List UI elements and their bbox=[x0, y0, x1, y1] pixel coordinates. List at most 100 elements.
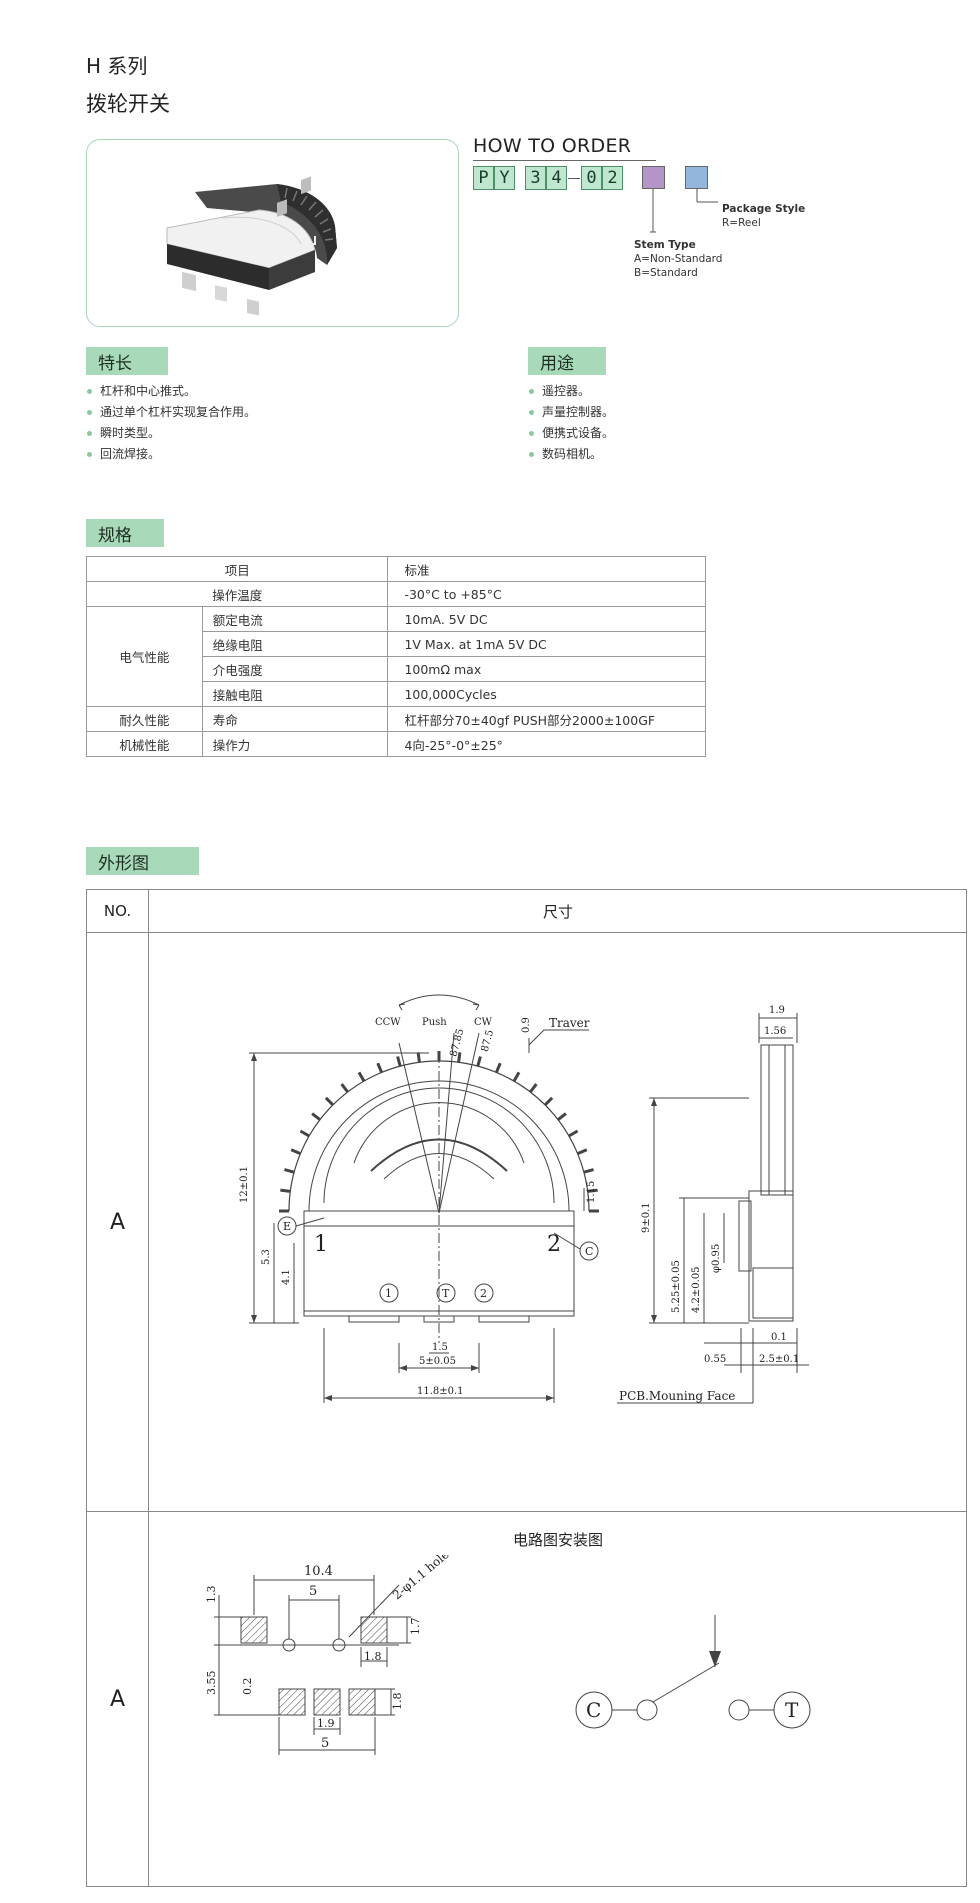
package-style-reel: R=Reel bbox=[722, 217, 761, 229]
label-5-3: 5.3 bbox=[261, 1249, 272, 1265]
uses-list: 遥控器。 声量控制器。 便携式设备。 数码相机。 bbox=[528, 381, 614, 465]
mechanical-group: 机械性能 bbox=[86, 731, 203, 757]
pin-2-label: 2 bbox=[480, 1287, 487, 1300]
dielectric-label: 介电强度 bbox=[201, 656, 389, 682]
stem-type-title: Stem Type bbox=[634, 239, 696, 251]
label-1-9: 1.9 bbox=[317, 1717, 335, 1730]
op-temp-label: 操作温度 bbox=[85, 581, 389, 607]
pin-1-label: 1 bbox=[385, 1287, 392, 1300]
force-label: 操作力 bbox=[201, 731, 389, 757]
stem-type-option-box bbox=[642, 166, 665, 189]
gear-tooth bbox=[512, 1071, 521, 1082]
table-row: 介电强度 100mΩ max bbox=[87, 656, 706, 682]
features-header: 特长 bbox=[86, 347, 168, 375]
gear-tooth bbox=[557, 1112, 567, 1121]
package-style-option-box bbox=[685, 166, 708, 189]
label-width-11-8: 11.8±0.1 bbox=[417, 1386, 464, 1397]
gear-tooth bbox=[529, 1083, 538, 1093]
label-1-3: 1.3 bbox=[205, 1586, 218, 1604]
rated-label: 额定电流 bbox=[201, 606, 389, 632]
col-item-header: 项目 bbox=[85, 556, 389, 582]
list-item: 瞬时类型。 bbox=[86, 423, 256, 444]
dielectric-value: 100mΩ max bbox=[387, 656, 706, 682]
circuit-contact bbox=[728, 1699, 750, 1721]
how-to-order-title: HOW TO ORDER bbox=[473, 135, 632, 157]
dimension-drawing: CCW Push CW 87.85 87.5 0.9 Traver 12±0.1… bbox=[239, 994, 809, 1404]
table-row: 项目 标准 bbox=[85, 556, 706, 582]
label-traver: Traver bbox=[549, 1016, 590, 1030]
label-side-4-2: 4.2±0.05 bbox=[691, 1266, 702, 1313]
label-hole: 2-φ1.1 hole bbox=[390, 1555, 452, 1602]
gear-tooth bbox=[290, 1148, 301, 1155]
force-value: 4向-25°-0°±25° bbox=[387, 731, 706, 757]
gear-tooth bbox=[340, 1083, 349, 1093]
gear-tooth bbox=[583, 1168, 594, 1174]
label-1-15: 1.15 bbox=[586, 1181, 597, 1203]
code-char-2: Y bbox=[494, 166, 515, 190]
gear-tooth bbox=[577, 1148, 588, 1155]
label-1-5: 1.5 bbox=[432, 1342, 448, 1353]
list-item: 回流焊接。 bbox=[86, 444, 256, 465]
list-item: 遥控器。 bbox=[528, 381, 614, 402]
list-item: 通过单个杠杆实现复合作用。 bbox=[86, 402, 256, 423]
order-code: P Y 3 4 0 2 bbox=[473, 165, 623, 191]
circuit-label-c: C bbox=[586, 1698, 601, 1722]
gear-tooth bbox=[476, 1056, 482, 1067]
label-0-2: 0.2 bbox=[241, 1678, 254, 1696]
label-width-5: 5±0.05 bbox=[419, 1356, 456, 1367]
label-1-8-a: 1.8 bbox=[364, 1650, 382, 1663]
table-row: 机械性能 操作力 4向-25°-0°±25° bbox=[86, 731, 706, 757]
label-side-1-9: 1.9 bbox=[769, 1005, 785, 1016]
gear-tooth bbox=[396, 1056, 402, 1067]
code-char-1: P bbox=[473, 166, 494, 190]
stem-type-legend: Stem Type A=Non-Standard B=Standard bbox=[634, 238, 722, 280]
outline-table: NO. 尺寸 A A 电路图安装图 bbox=[86, 889, 967, 1887]
gear-tooth bbox=[457, 1052, 462, 1063]
series-label: H 系列 bbox=[86, 54, 148, 78]
row-divider bbox=[87, 932, 966, 933]
contact-value: 100,000Cycles bbox=[387, 681, 706, 707]
label-4-1: 4.1 bbox=[281, 1269, 292, 1285]
pad bbox=[360, 1616, 388, 1644]
gear-tooth bbox=[544, 1096, 554, 1106]
label-side-0-55: 0.55 bbox=[704, 1354, 726, 1365]
pin-t-label: T bbox=[442, 1287, 450, 1300]
col-size-header: 尺寸 bbox=[542, 902, 573, 921]
durability-group: 耐久性能 bbox=[86, 706, 203, 732]
label-angle-1: 87.85 bbox=[448, 1028, 466, 1059]
label-side-0-1: 0.1 bbox=[771, 1332, 787, 1343]
pad bbox=[278, 1688, 306, 1716]
label-angle-2: 87.5 bbox=[480, 1029, 496, 1053]
label-3-55: 3.55 bbox=[205, 1671, 218, 1696]
label-side-1-56: 1.56 bbox=[764, 1026, 786, 1037]
label-1-8-b: 1.8 bbox=[391, 1693, 404, 1711]
table-row: 电气性能 额定电流 10mA. 5V DC bbox=[86, 606, 706, 707]
spec-table: 项目 标准 操作温度 -30°C to +85°C 电气性能 额定电流 10mA… bbox=[85, 556, 706, 757]
op-temp-value: -30°C to +85°C bbox=[387, 581, 706, 607]
contact-label: 接触电阻 bbox=[201, 681, 389, 707]
gear-tooth bbox=[357, 1071, 366, 1082]
insulation-label: 绝缘电阻 bbox=[201, 631, 389, 657]
product-image-frame bbox=[86, 139, 459, 327]
label-side-0-95: φ0.95 bbox=[711, 1244, 722, 1273]
gear-tooth bbox=[376, 1062, 383, 1073]
code-char-6: 2 bbox=[602, 166, 623, 190]
order-callout-lines bbox=[650, 189, 718, 233]
stem-type-a: A=Non-Standard bbox=[634, 253, 723, 265]
stem-type-b: B=Standard bbox=[634, 267, 698, 279]
table-row: 接触电阻 100,000Cycles bbox=[87, 681, 706, 707]
gear-tooth bbox=[495, 1062, 502, 1073]
package-style-title: Package Style bbox=[722, 203, 806, 215]
life-value: 杠杆部分70±40gf PUSH部分2000±100GF bbox=[387, 706, 706, 732]
label-side-5-25: 5.25±0.05 bbox=[671, 1260, 682, 1313]
gear-teeth bbox=[279, 1051, 599, 1213]
label-side-9: 9±0.1 bbox=[641, 1202, 652, 1233]
pad bbox=[313, 1688, 341, 1716]
life-label: 寿命 bbox=[201, 706, 389, 732]
label-10-4: 10.4 bbox=[304, 1564, 333, 1579]
gear-tooth bbox=[284, 1168, 295, 1174]
label-side-2-5: 2.5±0.1 bbox=[759, 1354, 799, 1365]
gear-tooth bbox=[280, 1188, 291, 1193]
pad bbox=[348, 1688, 376, 1716]
code-char-4: 4 bbox=[546, 166, 567, 190]
